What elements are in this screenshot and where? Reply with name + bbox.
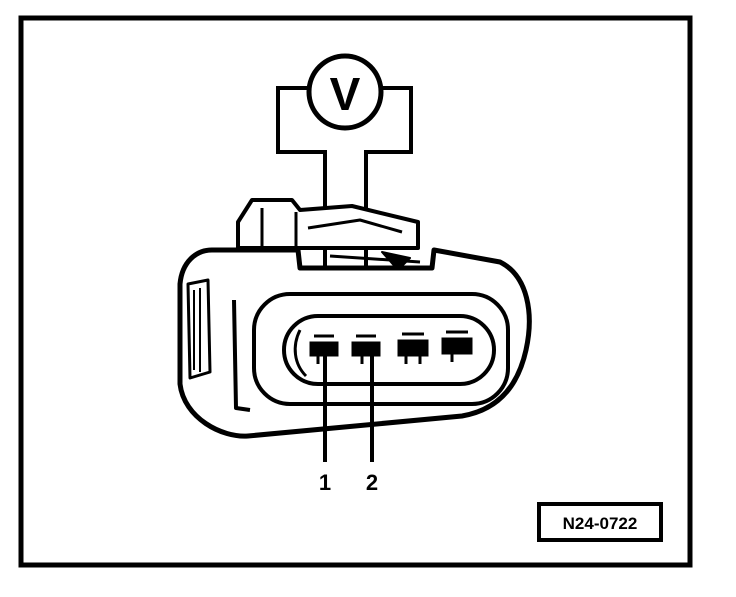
pin-label-2: 2: [366, 470, 378, 495]
pin-terminal-2: [351, 334, 381, 364]
reference-code: N24-0722: [563, 514, 638, 533]
voltmeter-symbol: V: [330, 68, 361, 120]
pin-leader-lines: [323, 352, 374, 462]
voltmeter-circle: [306, 53, 384, 131]
pin-label-1: 1: [319, 470, 331, 495]
pin-terminal-3: [397, 332, 429, 364]
figure-reference: N24-0722: [537, 502, 663, 542]
pin-terminal-4: [441, 330, 473, 362]
reference-box: [537, 502, 663, 542]
connector-pins: [309, 330, 473, 364]
connector-pin-face: [282, 314, 496, 386]
connector-inner-lip: [232, 299, 251, 412]
voltmeter-icon: V: [306, 53, 384, 131]
pin-terminal-1: [309, 334, 339, 364]
